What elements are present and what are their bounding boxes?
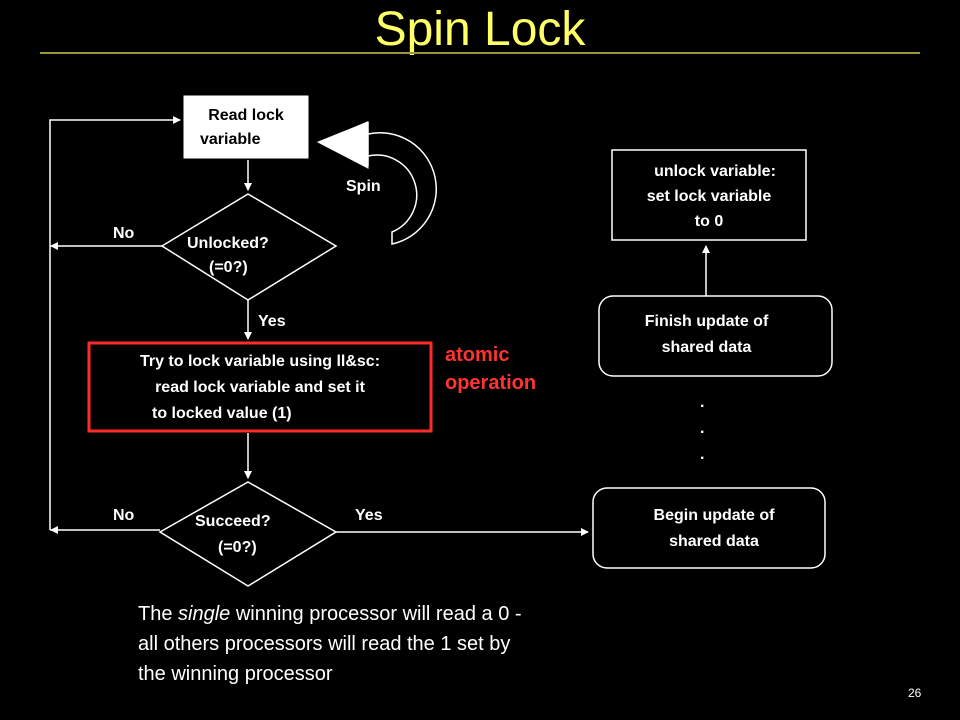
page-number: 26: [908, 686, 922, 700]
try-lock-line3: to locked value (1): [152, 405, 292, 422]
finish-update-line1: Finish update of: [644, 313, 769, 330]
finish-update-line2: shared data: [661, 339, 752, 356]
finish-update-box: [598, 295, 833, 377]
caption-line3: the winning processor: [138, 663, 333, 685]
try-lock-line1: Try to lock variable using ll&sc:: [139, 353, 381, 370]
caption: The single winning processor will read a…: [138, 599, 522, 689]
loop-back-line-main: [49, 116, 181, 530]
succeed-line1: Succeed?: [195, 513, 271, 530]
atomic-operation-label: atomic operation: [445, 341, 536, 397]
ellipsis-dot-1: .: [700, 394, 705, 411]
try-lock-line2: read lock variable and set it: [155, 379, 365, 396]
unlocked-line1: Unlocked?: [187, 235, 269, 252]
unlock-line1: unlock variable:: [654, 163, 776, 180]
unlocked-no-label: No: [113, 225, 135, 242]
atomic-line2: operation: [445, 372, 537, 394]
read-lock-box: [183, 95, 309, 159]
spin-label: Spin: [346, 178, 381, 195]
unlock-line2: set lock variable: [646, 188, 772, 205]
caption-line2: all others processors will read the 1 se…: [138, 633, 511, 655]
begin-update-line1: Begin update of: [653, 507, 775, 524]
succeed-yes-label: Yes: [355, 507, 383, 524]
slide-title: Spin Lock: [374, 3, 586, 56]
ellipsis-dot-3: .: [700, 446, 705, 463]
read-lock-line1: Read lock: [208, 107, 284, 124]
unlocked-line2: (=0?): [209, 259, 248, 276]
succeed-diamond: [158, 481, 338, 587]
caption-line1: The single winning processor will read a…: [138, 599, 522, 629]
try-lock-box: [87, 341, 433, 433]
unlock-box: [611, 149, 807, 241]
begin-update-box: [592, 487, 826, 569]
begin-update-line2: shared data: [669, 533, 759, 550]
unlocked-yes-label: Yes: [258, 313, 286, 330]
caption-pre: The: [138, 603, 179, 625]
atomic-line1: atomic: [445, 344, 510, 366]
read-lock-line2: variable: [200, 131, 261, 148]
ellipsis-dot-2: .: [700, 420, 705, 437]
succeed-line2: (=0?): [218, 539, 257, 556]
spin-arrow-body: [367, 131, 437, 245]
succeed-no-label: No: [113, 507, 135, 524]
caption-italic: single: [178, 603, 231, 625]
unlock-line3: to 0: [694, 213, 724, 230]
caption-line1-rest: winning processor will read a 0 -: [230, 603, 522, 625]
